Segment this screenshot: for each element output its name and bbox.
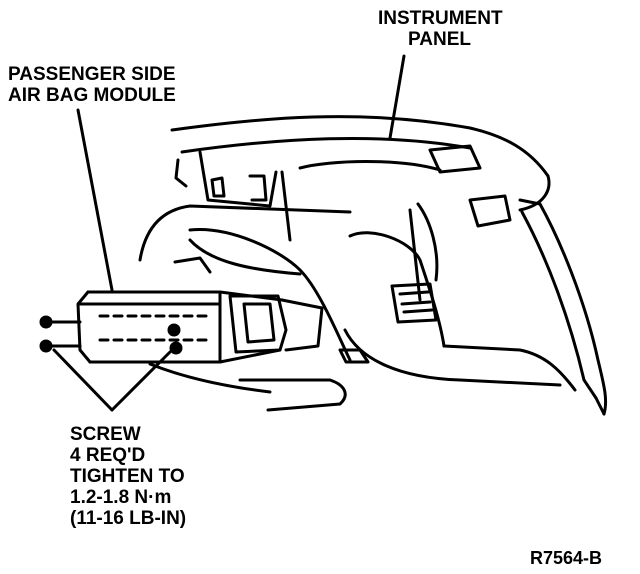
- screw-note: SCREW 4 REQ'D TIGHTEN TO 1.2-1.8 N·m (11…: [70, 424, 186, 529]
- air-bag-module: [76, 290, 324, 364]
- instrument-panel-outline: [170, 115, 551, 242]
- right-side-panel: [408, 194, 608, 416]
- air-bag-module-label-line-2: AIR BAG MODULE: [8, 85, 176, 106]
- screws: [39, 315, 183, 355]
- screw-3: [167, 323, 181, 337]
- screw-note-line-4: 1.2-1.8 N·m: [70, 487, 172, 508]
- screw-note-line-5: (11-16 LB-IN): [70, 508, 187, 529]
- lower-panel-outline: [138, 204, 577, 412]
- screw-note-line-1: SCREW: [70, 424, 141, 445]
- screw-note-line-3: TIGHTEN TO: [70, 466, 185, 487]
- air-bag-module-label-line-1: PASSENGER SIDE: [8, 64, 176, 85]
- air-bag-module-label: PASSENGER SIDE AIR BAG MODULE: [8, 64, 176, 106]
- leader-lines: [52, 54, 406, 412]
- instrument-panel-label-line-2: PANEL: [408, 29, 471, 50]
- screw-note-line-2: 4 REQ'D: [70, 445, 146, 466]
- instrument-panel-label-line-1: INSTRUMENT: [378, 8, 503, 29]
- screw-4: [169, 341, 183, 355]
- instrument-panel-label: INSTRUMENT PANEL: [378, 8, 503, 50]
- figure-id: R7564-B: [530, 548, 603, 568]
